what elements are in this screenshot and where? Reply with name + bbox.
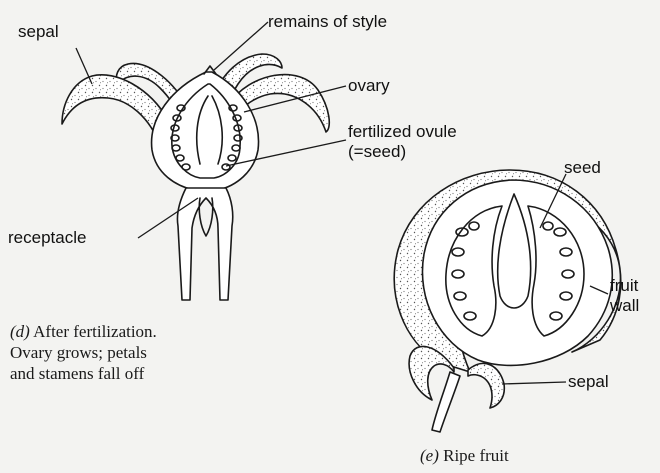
label-seed: seed (564, 158, 601, 177)
caption-d-line2: Ovary grows; petals (10, 343, 147, 363)
ripe-fruit (394, 170, 620, 432)
flower-after-fertilization (62, 54, 329, 300)
caption-d-letter: (d) (10, 322, 30, 341)
caption-d-text1: After fertilization. (33, 322, 157, 341)
label-sepal-d: sepal (18, 22, 59, 41)
fruit-stalk (432, 372, 460, 432)
label-fertilized-ovule: fertilized ovule (348, 122, 457, 141)
label-fruit-wall-2: wall (610, 296, 639, 315)
caption-d-line3: and stamens fall off (10, 364, 144, 384)
caption-e: (e) Ripe fruit (420, 446, 509, 466)
label-fertilized-ovule-seed: (=seed) (348, 142, 406, 161)
label-remains-of-style: remains of style (268, 12, 387, 31)
label-sepal-e: sepal (568, 372, 609, 391)
caption-e-letter: (e) (420, 446, 439, 465)
sepal-left (62, 75, 168, 140)
receptacle (177, 188, 232, 300)
label-receptacle: receptacle (8, 228, 86, 247)
caption-e-text: Ripe fruit (443, 446, 509, 465)
label-ovary: ovary (348, 76, 390, 95)
fruit-sepal-right (468, 363, 504, 408)
caption-d-line1: (d) After fertilization. (10, 322, 157, 342)
label-fruit-wall-1: fruit (610, 276, 638, 295)
